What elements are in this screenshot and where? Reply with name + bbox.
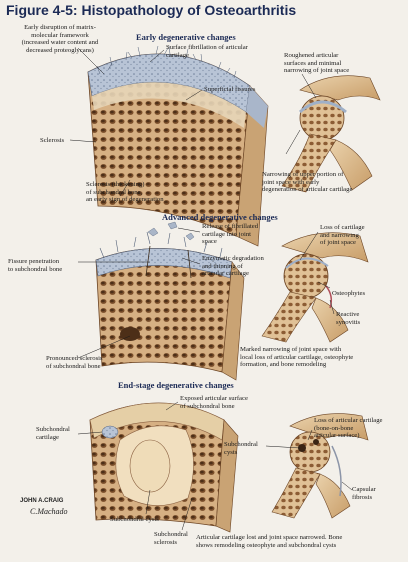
early-block [87, 45, 269, 247]
section-heading-advanced: Advanced degenerative changes [162, 212, 278, 222]
section-heading-early: Early degenerative changes [136, 32, 236, 42]
label-release-fibrillated: Release of fibrillated cartilage into jo… [202, 223, 259, 246]
leader-lines [69, 47, 353, 531]
label-pronounced-sclerosis: Pronounced sclerosis of subchondral bone [46, 355, 103, 370]
label-subchondral-cartilage: Subchondral cartilage [36, 426, 70, 441]
label-subchondral-cysts-left: Subchondral cysts [110, 516, 159, 523]
label-marked-narrowing: Marked narrowing of joint space with loc… [240, 346, 354, 369]
end-stage-hip-joint [271, 413, 369, 519]
label-early-matrix: Early disruption of matrix- molecular fr… [21, 24, 99, 54]
signature-line2: C.Machado [30, 507, 68, 516]
label-subchondral-cysts-right: Subchondral cysts [224, 441, 258, 456]
label-subchondral-sclerosis: Subchondral sclerosis [154, 531, 188, 546]
signature-line1: JOHN A.CRAIG [20, 498, 64, 504]
advanced-block [95, 221, 245, 381]
advanced-hip-joint [261, 232, 369, 343]
label-sclerosis-thickening: Sclerosis (thickening) of subchondral bo… [86, 181, 164, 204]
figure-title: Figure 4-5: Histopathology of Osteoarthr… [6, 2, 297, 18]
label-reactive-synovitis: Reactive synovitis [336, 311, 361, 326]
label-narrowing-upper: Narrowing of upper portion of joint spac… [262, 171, 353, 194]
label-end-caption: Articular cartilage lost and joint space… [196, 534, 343, 549]
label-superficial-fissures: Superficial fissures [204, 86, 256, 93]
label-fissure-penetration: Fissure penetration to subchondral bone [8, 258, 63, 273]
label-capsular-fibrosis: Capsular fibrosis [352, 486, 376, 501]
section-heading-end-stage: End-stage degenerative changes [118, 380, 234, 390]
label-loss-cartilage: Loss of cartilage and narrowing of joint… [320, 224, 365, 247]
label-enzymatic: Enzymatic degradation and thinning of ar… [202, 255, 264, 278]
label-sclerosis: Sclerosis [40, 137, 65, 144]
end-stage-block [89, 402, 239, 533]
label-loss-articular: Loss of articular cartilage (bone-on-bon… [314, 417, 383, 440]
label-surface-fibrillation: Surface fibrillation of articular cartil… [166, 44, 248, 59]
early-hip-joint [281, 75, 381, 193]
label-roughened: Roughened articular surfaces and minimal… [284, 52, 350, 75]
label-exposed-surface: Exposed articular surface of subchondral… [180, 395, 248, 410]
label-osteophytes: Osteophytes [332, 290, 366, 297]
